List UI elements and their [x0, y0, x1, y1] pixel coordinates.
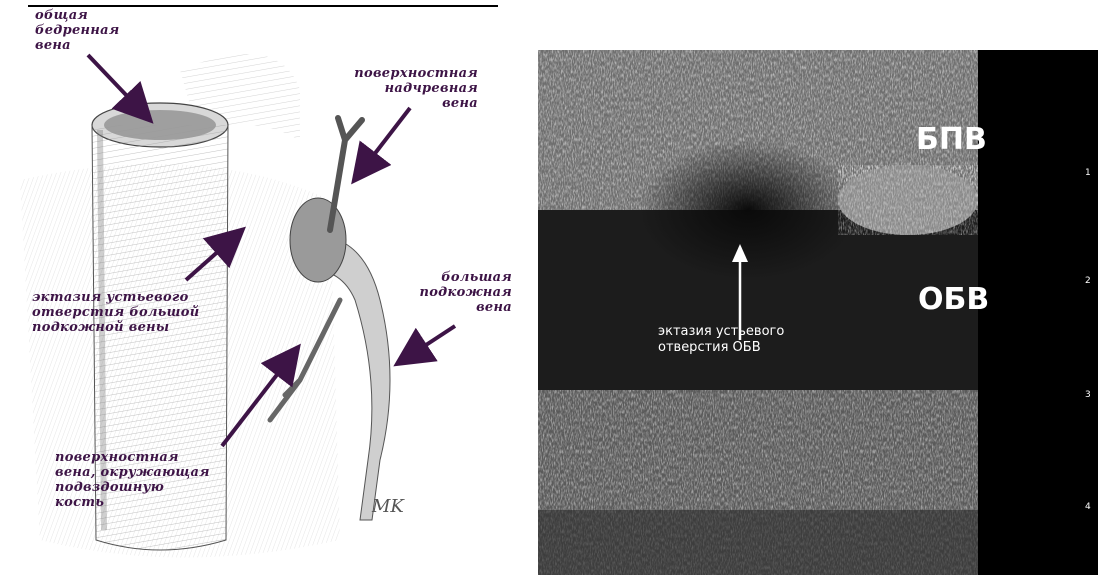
depth-tick-1: 1 [1085, 168, 1091, 178]
artist-signature: MK [371, 496, 405, 517]
label-bpv: БПВ [916, 122, 987, 157]
arrow-great-saphenous [400, 326, 455, 362]
label-common-femoral-vein: общая бедренная вена [35, 8, 119, 53]
depth-tick-4: 4 [1085, 502, 1091, 512]
ultrasound-texture [538, 50, 1098, 575]
depth-tick-3: 3 [1085, 390, 1091, 400]
label-ostium-ectasia: эктазия устьевого отверстия большой подк… [32, 290, 199, 335]
ultrasound-image: БПВ ОБВ эктазия устьевого отверстия ОБВ … [538, 50, 1098, 575]
label-great-saphenous-vein: большая подкожная вена [410, 270, 512, 315]
label-circumflex-iliac-vein: поверхностная вена, окружающая подвздошн… [55, 450, 210, 510]
label-superficial-epigastric-vein: поверхностная надчревная вена [330, 66, 478, 111]
depth-tick-2: 2 [1085, 276, 1091, 286]
label-obv: ОБВ [918, 282, 989, 317]
annotation-ostium-ectasia: эктазия устьевого отверстия ОБВ [658, 324, 784, 356]
